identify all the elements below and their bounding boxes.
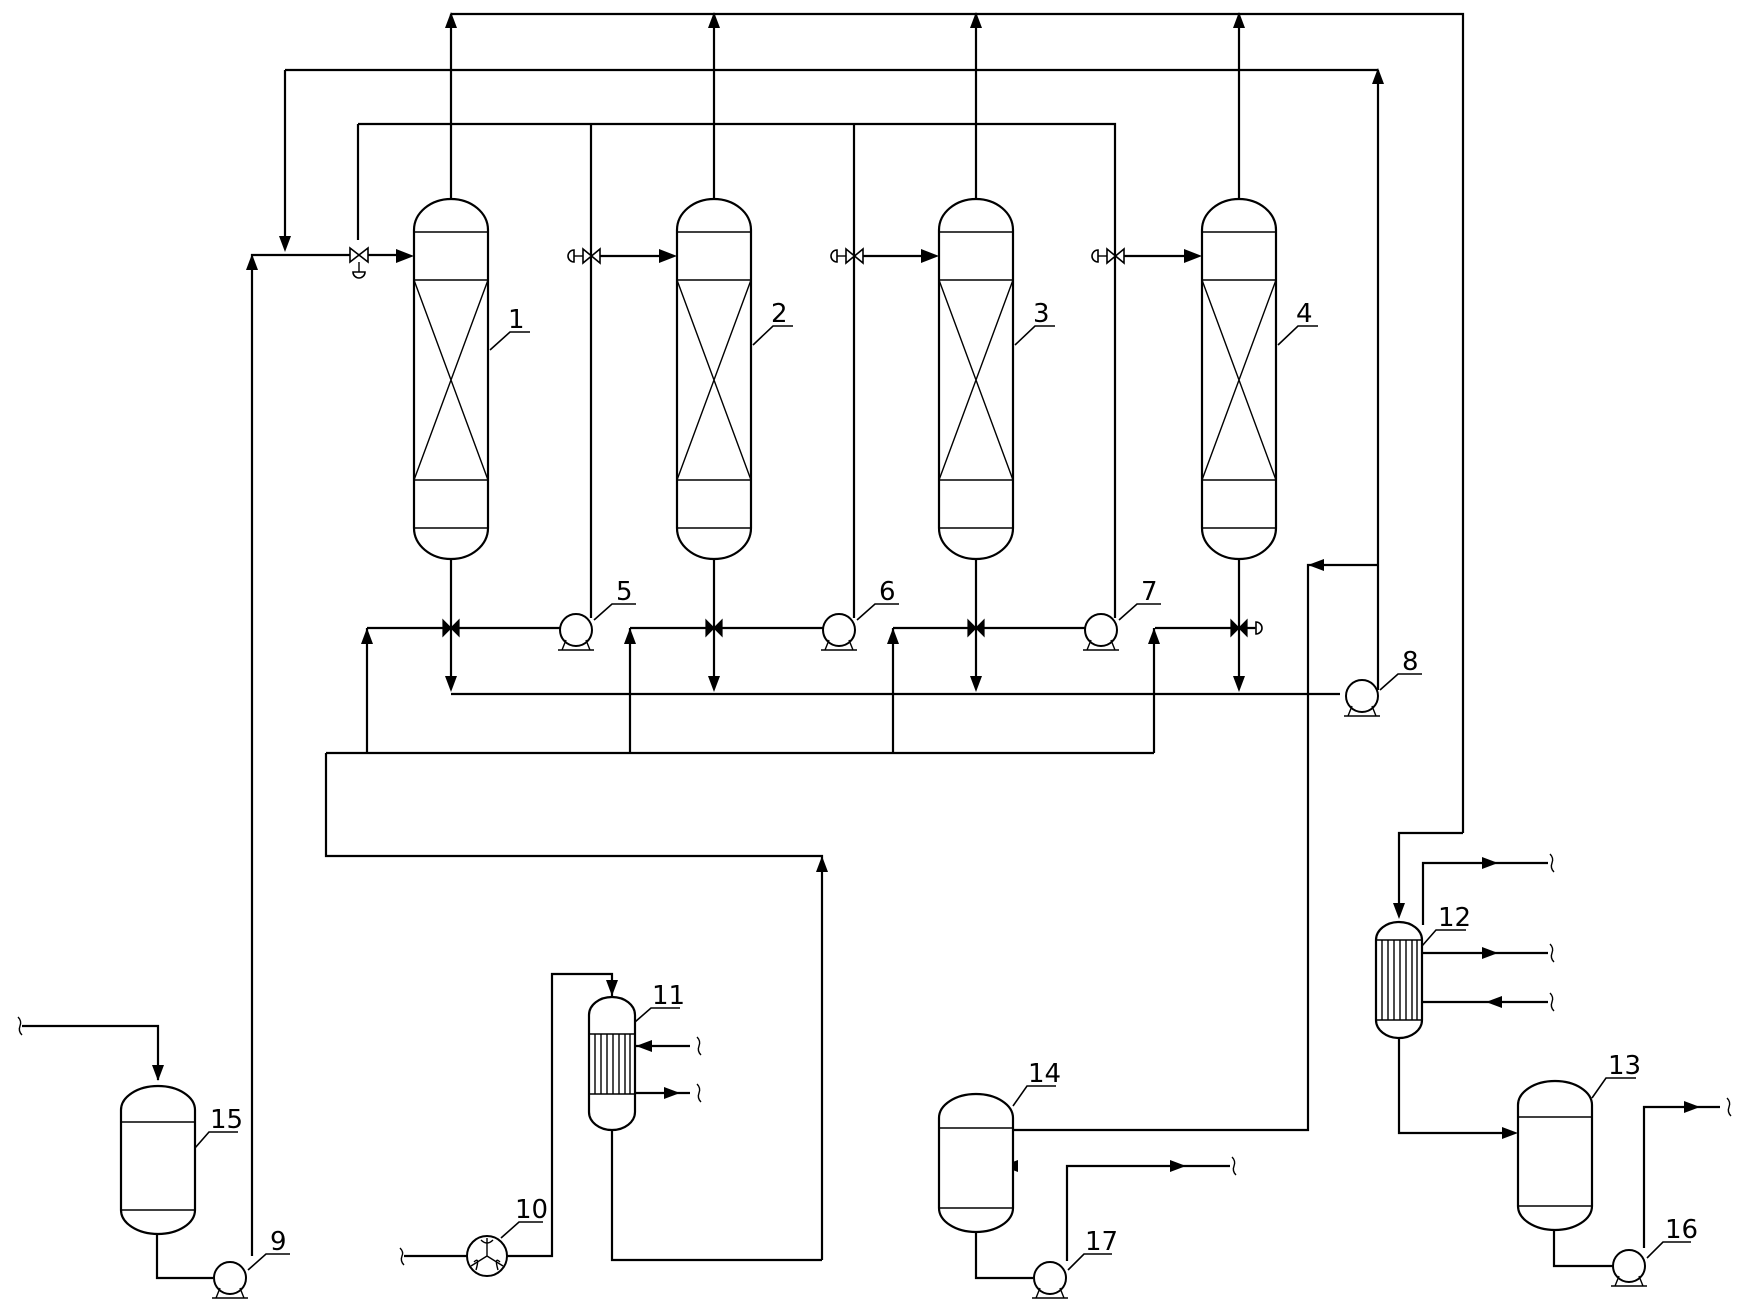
label-pump-5: 5	[616, 577, 633, 607]
fan-10	[466, 1235, 508, 1277]
label-tank-15: 15	[210, 1105, 243, 1135]
tank-15	[119, 1084, 197, 1236]
label-pump-6: 6	[879, 577, 896, 607]
label-leaders	[194, 325, 1691, 1271]
pump-8	[1344, 679, 1380, 717]
heat-exchanger-11	[587, 995, 637, 1132]
column-4	[1200, 197, 1278, 561]
pump-9	[212, 1261, 248, 1299]
pump-6	[821, 613, 857, 651]
label-hx-11: 11	[652, 981, 685, 1011]
label-fan-10: 10	[515, 1195, 548, 1225]
column-1	[412, 197, 490, 561]
stream-ends	[17, 853, 1732, 1266]
label-pump-9: 9	[270, 1227, 287, 1257]
label-pump-16: 16	[1665, 1215, 1698, 1245]
column-2	[675, 197, 753, 561]
equipment-labels: 1 2 3 4 5 6 7 8 9 16 17 10 11 12 13 14 1…	[210, 299, 1698, 1257]
third-header	[356, 122, 1117, 618]
label-pump-17: 17	[1085, 1227, 1118, 1257]
flow-arrows	[152, 12, 1700, 1172]
tank-13	[1516, 1079, 1594, 1232]
pump-5	[558, 613, 594, 651]
heat-exchanger-12	[1374, 920, 1424, 1040]
label-column-2: 2	[771, 299, 788, 329]
pump-7	[1083, 613, 1119, 651]
tank-14	[937, 1092, 1015, 1234]
label-column-1: 1	[508, 305, 525, 335]
label-pump-8: 8	[1402, 647, 1419, 677]
label-hx-12: 12	[1438, 903, 1471, 933]
column-3	[937, 197, 1015, 561]
label-column-3: 3	[1033, 299, 1050, 329]
feed-valve	[349, 246, 369, 279]
pump-16	[1611, 1249, 1647, 1287]
top-vent-header	[451, 12, 1465, 833]
valves	[349, 246, 1263, 638]
second-header	[283, 68, 1378, 247]
pump-17	[1032, 1261, 1068, 1299]
label-tank-14: 14	[1028, 1059, 1061, 1089]
label-column-4: 4	[1296, 299, 1313, 329]
label-tank-13: 13	[1608, 1051, 1641, 1081]
label-pump-7: 7	[1141, 577, 1158, 607]
